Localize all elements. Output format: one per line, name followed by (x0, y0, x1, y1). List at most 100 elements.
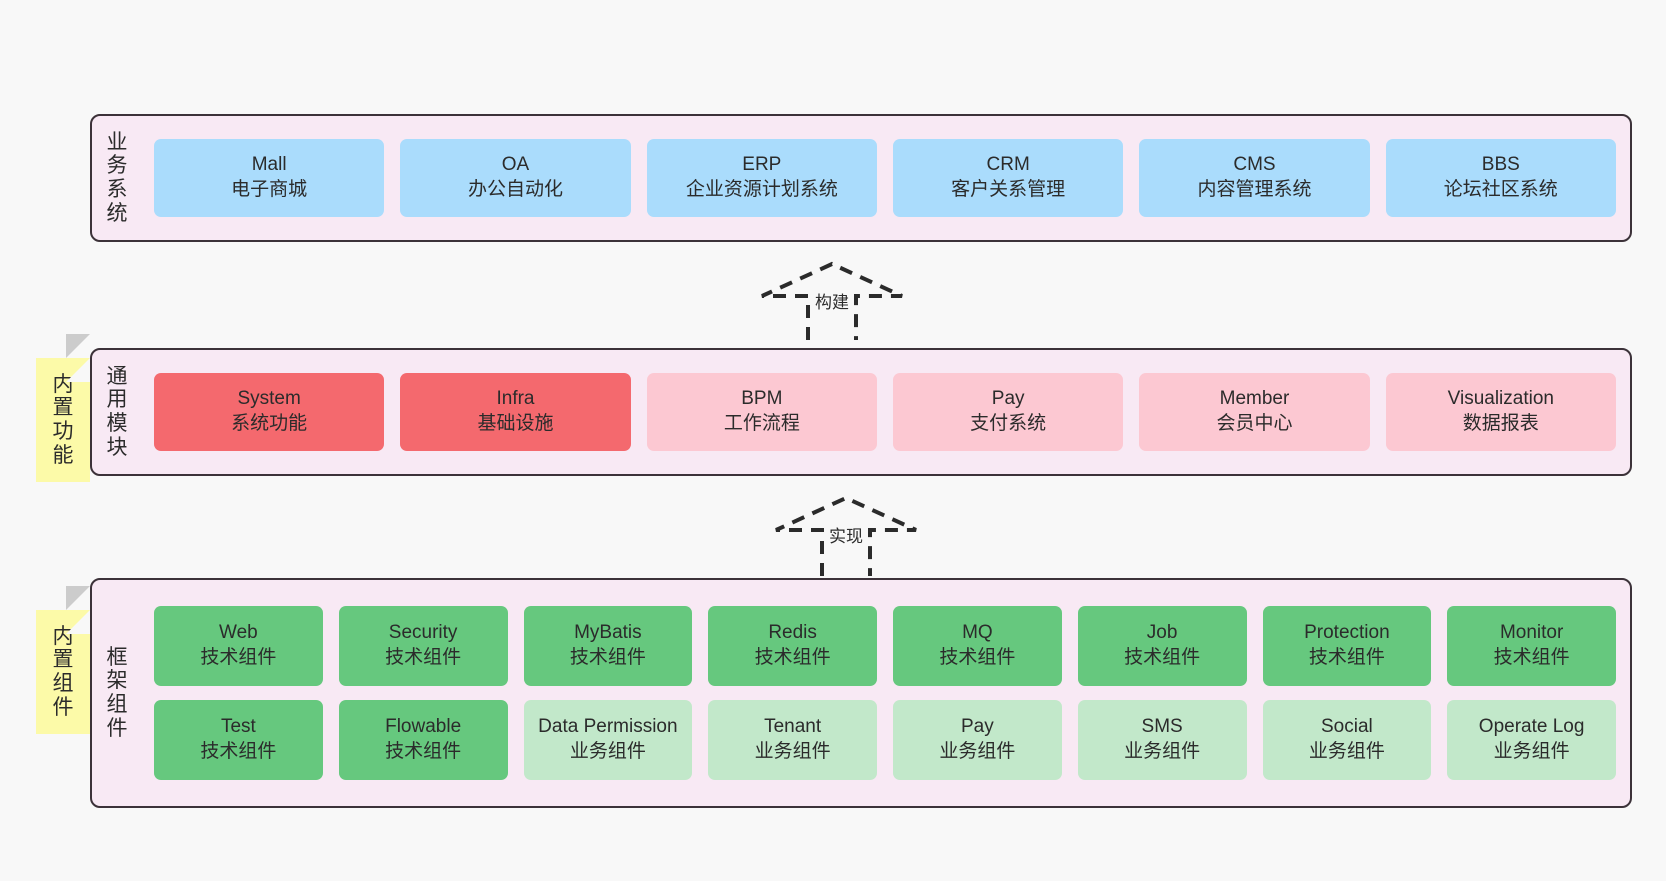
node-flowable[interactable]: Flowable 技术组件 (338, 700, 508, 780)
node-title: Redis (768, 622, 817, 644)
node-subtitle: 会员中心 (1216, 413, 1293, 434)
node-title: Protection (1304, 622, 1390, 644)
node-title: OA (501, 154, 530, 176)
node-subtitle: 办公自动化 (467, 179, 563, 200)
layer-label-char: 系 (106, 178, 128, 201)
sticky-fold-icon (66, 586, 90, 634)
connector-build-label: 构建 (815, 293, 849, 312)
node-title: BBS (1481, 154, 1520, 176)
layer-label-char: 用 (106, 388, 128, 412)
node-crm[interactable]: CRM 客户关系管理 (892, 139, 1124, 217)
layer-label-char: 组 (106, 693, 128, 716)
node-subtitle: 系统功能 (231, 413, 308, 434)
build-arrow-icon (761, 261, 903, 340)
sticky-char: 功 (52, 420, 74, 443)
node-monitor[interactable]: Monitor 技术组件 (1447, 606, 1616, 686)
node-cms[interactable]: CMS 内容管理系统 (1139, 139, 1370, 217)
layer-common-modules: 通 用 模 块 System 系统功能 Infra 基础设施 BPM 工作流程 (90, 348, 1632, 476)
node-grid-common-modules: System 系统功能 Infra 基础设施 BPM 工作流程 Pay 支付系统… (140, 350, 1630, 474)
node-data-permission[interactable]: Data Permission 业务组件 (523, 700, 693, 780)
node-visualization[interactable]: Visualization 数据报表 (1385, 373, 1616, 451)
node-subtitle: 业务组件 (1308, 741, 1385, 762)
layer-label-char: 块 (106, 435, 128, 459)
node-social[interactable]: Social 业务组件 (1262, 700, 1432, 780)
node-tenant[interactable]: Tenant 业务组件 (708, 700, 877, 780)
node-bpm[interactable]: BPM 工作流程 (646, 373, 877, 451)
node-subtitle: 企业资源计划系统 (685, 179, 838, 200)
sticky-char: 件 (52, 695, 74, 719)
node-pay-component[interactable]: Pay 业务组件 (893, 700, 1062, 780)
node-job[interactable]: Job 技术组件 (1077, 606, 1247, 686)
node-subtitle: 论坛社区系统 (1443, 179, 1558, 200)
node-operate-log[interactable]: Operate Log 业务组件 (1447, 700, 1616, 780)
node-title: System (237, 388, 301, 410)
node-title: Visualization (1447, 388, 1554, 410)
node-title: Member (1219, 388, 1290, 410)
node-subtitle: 业务组件 (754, 741, 831, 762)
node-bbs[interactable]: BBS 论坛社区系统 (1385, 139, 1616, 217)
node-subtitle: 基础设施 (477, 413, 554, 434)
node-row: Mall 电子商城 OA 办公自动化 ERP 企业资源计划系统 CRM 客户关系… (154, 139, 1616, 217)
node-title: MQ (962, 622, 993, 644)
node-web[interactable]: Web 技术组件 (154, 606, 323, 686)
node-subtitle: 技术组件 (1308, 647, 1385, 668)
implement-arrow-icon (775, 495, 917, 576)
node-title: MyBatis (574, 622, 642, 644)
node-test[interactable]: Test 技术组件 (154, 700, 323, 780)
node-title: Flowable (385, 716, 462, 738)
node-subtitle: 数据报表 (1462, 413, 1539, 434)
layer-label-char: 架 (106, 669, 128, 693)
layer-framework-components: 框 架 组 件 Web 技术组件 Security 技术组件 MyBatis 技… (90, 578, 1632, 808)
node-subtitle: 电子商城 (231, 179, 308, 200)
sticky-char: 能 (52, 443, 74, 467)
node-mybatis[interactable]: MyBatis 技术组件 (523, 606, 693, 686)
node-title: Monitor (1499, 622, 1564, 644)
node-infra[interactable]: Infra 基础设施 (400, 373, 631, 451)
node-title: Infra (496, 388, 535, 410)
layer-label-char: 件 (106, 716, 128, 740)
node-erp[interactable]: ERP 企业资源计划系统 (646, 139, 877, 217)
node-security[interactable]: Security 技术组件 (338, 606, 508, 686)
node-title: SMS (1141, 716, 1183, 738)
node-subtitle: 技术组件 (200, 647, 277, 668)
layer-label-business-systems: 业 务 系 统 (92, 116, 140, 240)
node-subtitle: 业务组件 (569, 741, 646, 762)
node-system[interactable]: System 系统功能 (154, 373, 385, 451)
node-title: Job (1146, 622, 1178, 644)
node-subtitle: 技术组件 (1493, 647, 1570, 668)
layer-label-char: 务 (106, 154, 128, 178)
node-mq[interactable]: MQ 技术组件 (893, 606, 1062, 686)
layer-label-char: 统 (106, 201, 128, 225)
node-protection[interactable]: Protection 技术组件 (1262, 606, 1432, 686)
node-title: BPM (741, 388, 783, 410)
layer-label-char: 模 (106, 412, 128, 435)
node-sms[interactable]: SMS 业务组件 (1077, 700, 1247, 780)
sticky-char: 组 (52, 672, 74, 695)
node-member[interactable]: Member 会员中心 (1139, 373, 1370, 451)
node-subtitle: 业务组件 (939, 741, 1016, 762)
node-subtitle: 支付系统 (970, 413, 1047, 434)
node-oa[interactable]: OA 办公自动化 (400, 139, 631, 217)
node-grid-business-systems: Mall 电子商城 OA 办公自动化 ERP 企业资源计划系统 CRM 客户关系… (140, 116, 1630, 240)
node-subtitle: 客户关系管理 (951, 179, 1066, 200)
node-title: ERP (742, 154, 782, 176)
node-redis[interactable]: Redis 技术组件 (708, 606, 877, 686)
sticky-fold-icon (66, 334, 90, 382)
node-mall[interactable]: Mall 电子商城 (154, 139, 385, 217)
node-title: Web (219, 622, 258, 644)
node-subtitle: 技术组件 (385, 741, 462, 762)
node-subtitle: 业务组件 (1493, 741, 1570, 762)
node-title: Security (388, 622, 458, 644)
connector-build: 构建 (752, 258, 912, 348)
layer-business-systems: 业 务 系 统 Mall 电子商城 OA 办公自动化 ERP 企业资源计划系统 (90, 114, 1632, 242)
layer-label-common-modules: 通 用 模 块 (92, 350, 140, 474)
node-title: Tenant (764, 716, 822, 738)
connector-implement: 实现 (766, 492, 926, 582)
node-row: System 系统功能 Infra 基础设施 BPM 工作流程 Pay 支付系统… (154, 373, 1616, 451)
node-title: Pay (991, 388, 1025, 410)
node-title: Data Permission (538, 716, 678, 738)
layer-label-char: 业 (106, 130, 128, 154)
node-pay-module[interactable]: Pay 支付系统 (892, 373, 1124, 451)
node-row: Web 技术组件 Security 技术组件 MyBatis 技术组件 Redi… (154, 606, 1616, 686)
